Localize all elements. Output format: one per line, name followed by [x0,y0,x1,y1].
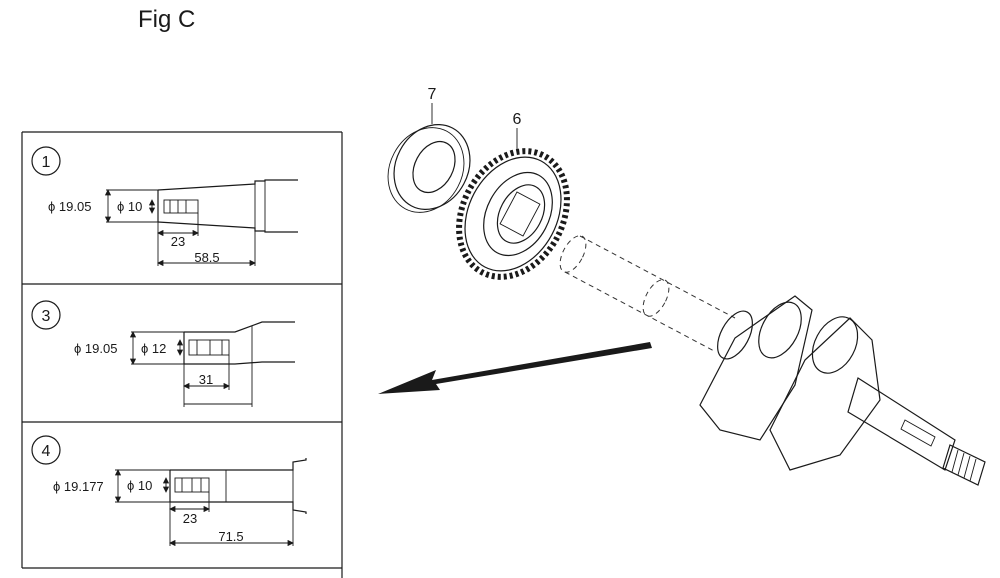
gear-callout-number: 6 [513,111,522,128]
outer-diameter-label: ϕ 19.05 [48,199,91,214]
long-length-label: 58.5 [194,250,219,265]
panel-number-badge [31,300,61,330]
panel-number-badge [31,435,61,465]
panel-3: 3 ϕ 19.05 ϕ 12 31 [31,300,295,407]
gear-part [456,148,570,280]
inner-diameter-label: ϕ 10 [117,199,142,214]
shaft-phantom-outline [559,235,736,353]
short-length-label: 31 [199,372,213,387]
short-length-label: 23 [171,234,185,249]
dimension-panels-frame [21,131,343,578]
inner-diameter-label: ϕ 10 [127,478,152,493]
panel-number: 4 [42,443,51,460]
panel-4: 4 ϕ 19.177 ϕ 10 23 71.5 [31,435,307,547]
washer-callout-number: 7 [428,86,437,103]
figure-title: Fig C [138,6,196,33]
washer-part [387,124,471,213]
long-length-label: 71.5 [218,529,243,544]
panel-1: 1 ϕ 19.05 ϕ 10 23 58.5 [31,146,298,267]
inner-diameter-label: ϕ 12 [141,341,166,356]
panel-number-badge [31,146,61,176]
crankshaft-part [699,295,986,486]
direction-arrow [378,342,652,394]
panel-number: 1 [42,154,51,171]
panel-number: 3 [42,308,51,325]
short-length-label: 23 [183,511,197,526]
outer-diameter-label: ϕ 19.177 [53,479,104,494]
outer-diameter-label: ϕ 19.05 [74,341,117,356]
